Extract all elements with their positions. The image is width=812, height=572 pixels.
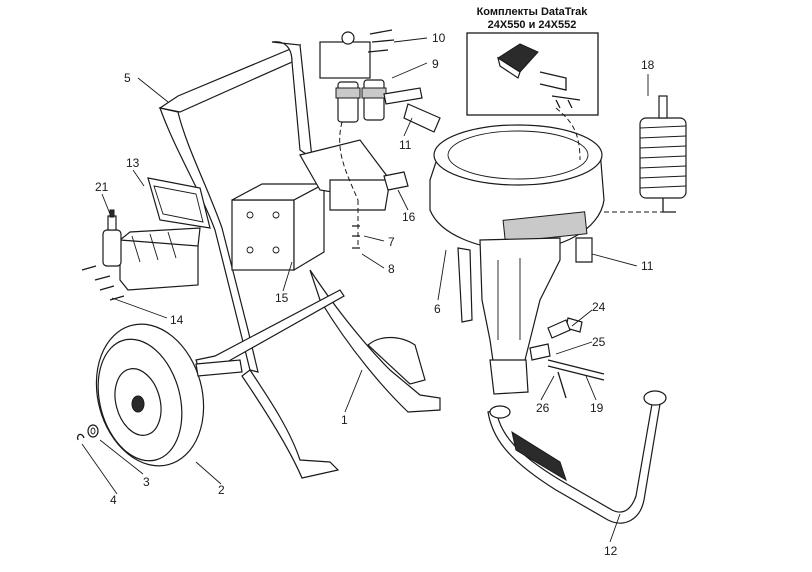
callout-21: 21 xyxy=(95,180,109,194)
datatrak-kit-inset xyxy=(466,32,599,116)
suction-tube xyxy=(487,390,667,524)
callout-7: 7 xyxy=(388,235,395,249)
callout-1: 1 xyxy=(341,413,348,427)
callout-24: 24 xyxy=(592,300,606,314)
tool-box xyxy=(118,177,211,291)
callout-12: 12 xyxy=(604,544,618,558)
callout-10: 10 xyxy=(432,31,446,45)
callout-11-regulator: 11 xyxy=(399,138,412,152)
callout-8: 8 xyxy=(388,262,395,276)
callout-19: 19 xyxy=(590,401,604,415)
callout-13: 13 xyxy=(126,156,140,170)
callout-5: 5 xyxy=(124,71,131,85)
washer xyxy=(87,424,99,438)
callout-18: 18 xyxy=(641,58,655,72)
callout-3: 3 xyxy=(143,475,150,489)
callout-14: 14 xyxy=(170,313,184,327)
callout-2: 2 xyxy=(218,483,225,497)
motor xyxy=(429,124,605,395)
callout-25: 25 xyxy=(592,335,606,349)
callout-15: 15 xyxy=(275,291,289,305)
kit-title-line1: Комплекты DataTrak xyxy=(477,6,589,18)
small-parts xyxy=(352,171,409,249)
air-regulator xyxy=(319,29,441,133)
callout-labels: 1 2 3 4 5 6 7 8 9 10 11 11 12 13 14 15 1… xyxy=(95,31,655,558)
bottle xyxy=(102,209,122,267)
cart-frame xyxy=(158,41,441,479)
callout-11-motor: 11 xyxy=(641,259,654,273)
callout-9: 9 xyxy=(432,57,439,71)
leader-lines xyxy=(81,37,649,543)
callout-6: 6 xyxy=(434,302,441,316)
clip xyxy=(76,433,85,441)
callout-4: 4 xyxy=(110,493,117,507)
coiled-hose xyxy=(639,95,687,213)
hoses-and-fittings xyxy=(529,319,605,399)
wheel xyxy=(95,323,243,467)
callout-16: 16 xyxy=(402,210,416,224)
callout-26: 26 xyxy=(536,401,550,415)
screws xyxy=(81,265,125,301)
kit-title-line2: 24X550 и 24X552 xyxy=(488,19,577,31)
